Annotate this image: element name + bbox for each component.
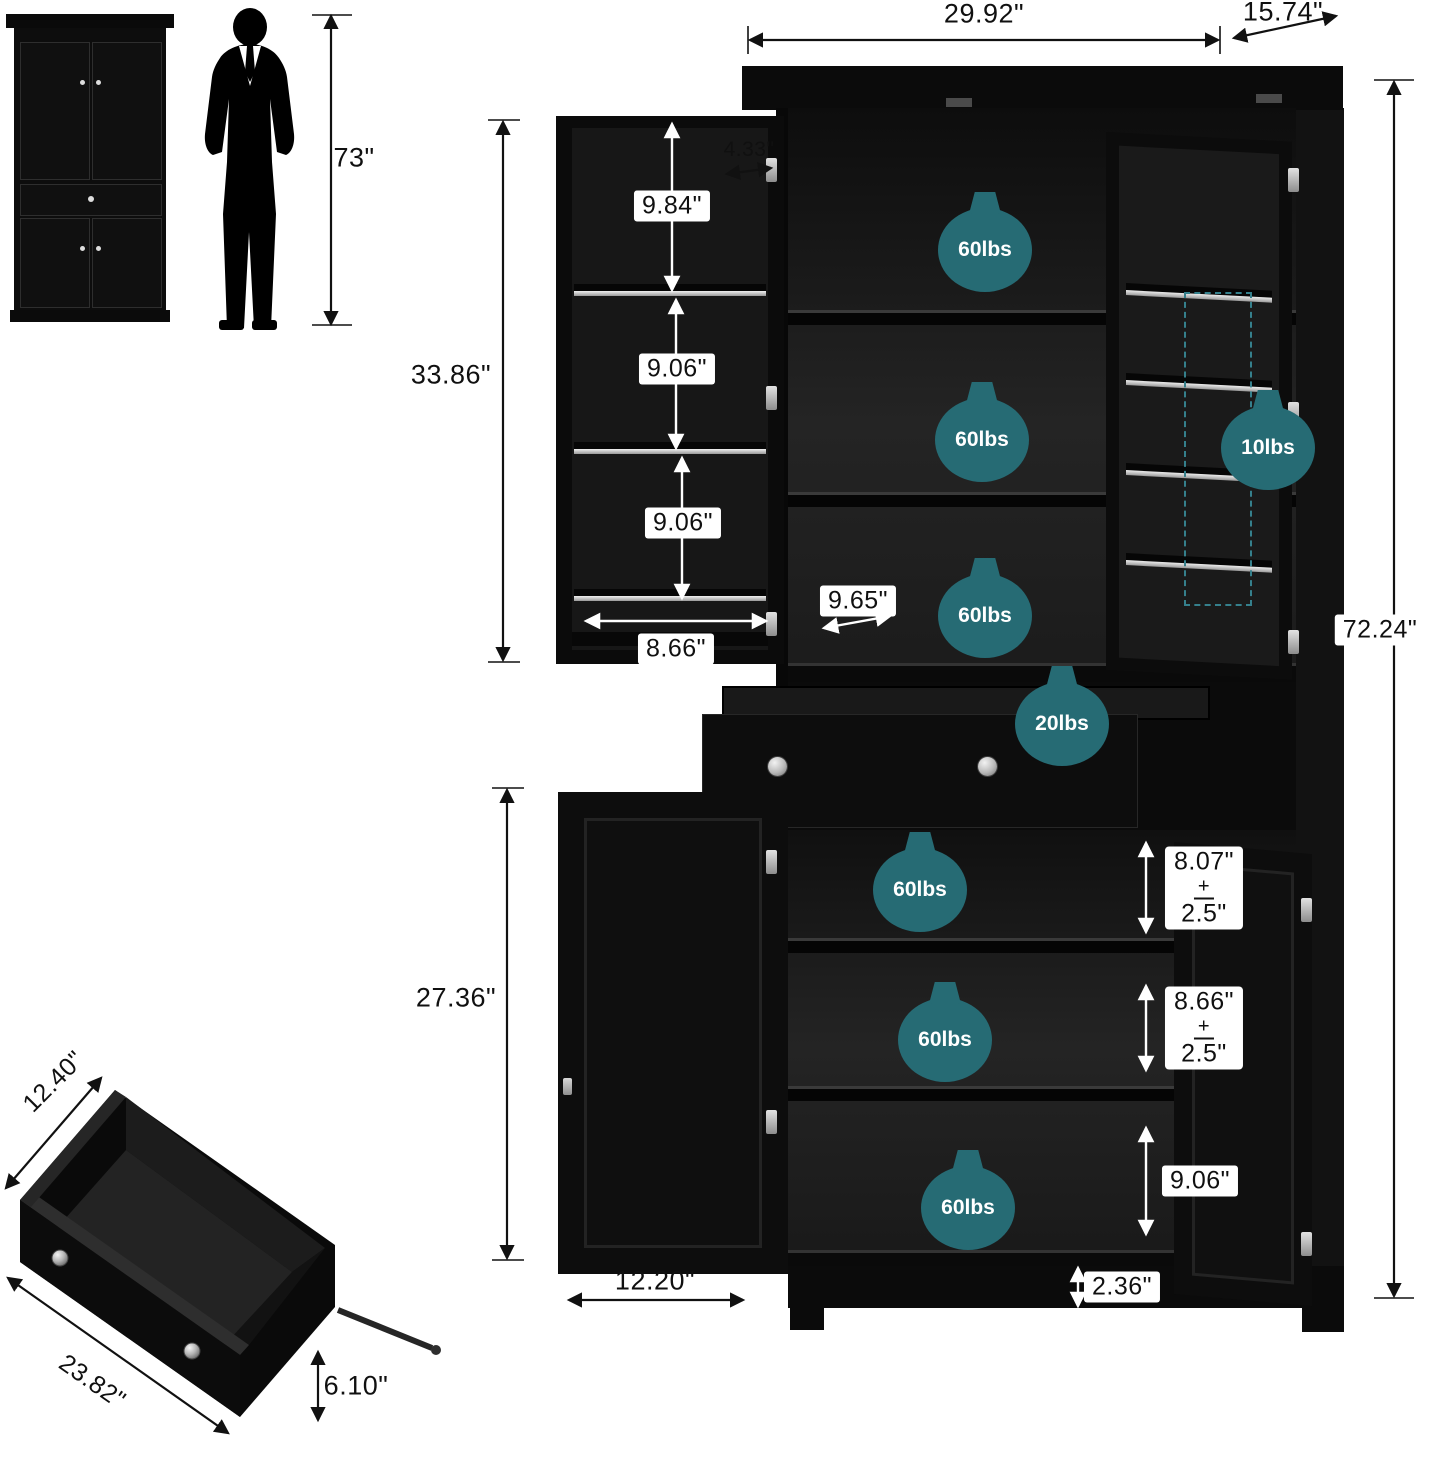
door-shelf-rail [574,291,766,296]
hinge [766,850,777,874]
dimension-arrow-interior-depth [821,610,893,634]
dim-label-rack-depth: 4.33" [723,138,775,161]
slide-wheel [431,1345,441,1355]
drawer-inner-back-wall [126,1097,325,1272]
dim-label-upper-door-height: 33.86" [410,359,492,390]
base-foot-right [1302,1306,1344,1332]
door-shelf-rail [574,596,766,601]
door-knob [96,246,101,251]
door-shelf [574,589,766,596]
weight-badge-upper-shelf-3: 60lbs [938,558,1032,658]
hinge [766,612,777,636]
weight-label: 60lbs [941,1196,995,1219]
dim-label-door-width: 8.66" [637,633,715,665]
hinge [1288,168,1299,192]
dimension-arrow-drawer-length [6,1276,230,1435]
door-knob [96,80,101,85]
hinge-plate [1256,94,1282,103]
weight-label: 60lbs [893,878,947,901]
gap-adjust: 2.5" [1181,899,1227,928]
weight-icon [969,192,1001,214]
weight-label: 10lbs [1241,436,1295,459]
drawer-slide-rail [336,1307,434,1351]
drawer-knob [978,757,997,776]
dim-label-lower-door-height: 27.36" [415,982,497,1013]
dimension-arrow-drawer-width [4,1076,103,1190]
weight-icon [929,982,961,1004]
drawer-inner-right-wall [218,1248,325,1352]
weight-icon [1252,390,1284,412]
weight-label: 60lbs [958,238,1012,261]
dim-label-lower-gap-1: 8.07" + 2.5" [1164,846,1244,930]
weight-icon [969,558,1001,580]
drawer-knob [768,757,787,776]
hinge [1301,898,1312,922]
drawer-floor [48,1150,292,1352]
weight-label: 60lbs [955,428,1009,451]
drawer-knob [51,1249,69,1267]
door-knob [80,246,85,251]
dim-label-lower-gap-2: 8.66" + 2.5" [1164,986,1244,1070]
dim-label-height: 72.24" [1334,614,1426,646]
dim-label-lower-gap-3: 9.06" [1161,1165,1239,1197]
hinge [766,1110,777,1134]
dim-label-base-height: 2.36" [1083,1271,1161,1303]
gap-adjust: 2.5" [1181,1039,1227,1068]
weight-badge-door-rack: 10lbs [1221,390,1315,490]
dim-label-lower-door-width: 12.20" [614,1265,696,1296]
weight-label: 60lbs [918,1028,972,1051]
door-recessed-panel [584,818,762,1248]
dim-label-rack-gap-top: 9.84" [633,190,711,222]
hinge [1301,1232,1312,1256]
dim-label-rack-gap-middle: 9.06" [638,353,716,385]
weight-label: 20lbs [1035,712,1089,735]
dim-label-depth: 15.74" [1242,0,1324,27]
dimension-arrow-rack-depth [724,162,774,180]
door-knob [80,80,85,85]
dimension-arrow-depth [1231,11,1339,43]
weight-icon [966,382,998,404]
lower-floor [788,1250,1296,1269]
hinge [1288,630,1299,654]
lower-door-right [92,218,162,308]
cabinet-crown [6,14,174,28]
dim-label-width: 29.92" [943,0,1025,29]
cabinet-base [10,310,170,322]
upper-door-left [20,42,90,180]
drawer-knob [88,196,94,202]
weight-badge-upper-shelf-2: 60lbs [935,382,1029,482]
tie [245,46,255,82]
weight-badge-lower-shelf-2: 60lbs [898,982,992,1082]
lower-left-door [558,792,788,1274]
door-catch [563,1078,572,1095]
gap-value: 8.07" [1173,847,1235,876]
weight-icon [952,1150,984,1172]
weight-badge-lower-shelf-1: 60lbs [873,832,967,932]
dim-label-drawer-height: 6.10" [323,1370,389,1401]
weight-icon [904,832,936,854]
person-silhouette [204,8,295,330]
closed-cabinet-thumbnail [6,10,174,324]
weight-badge-upper-shelf-1: 60lbs [938,192,1032,292]
lower-door-left [20,218,90,308]
upper-door-right [92,42,162,180]
dim-label-person-height: 73" [333,142,375,173]
lower-shelf-2 [788,1086,1296,1101]
base-foot-left [790,1306,824,1330]
weight-badge-lower-shelf-3: 60lbs [921,1150,1015,1250]
weight-badge-drawer: 20lbs [1015,666,1109,766]
gap-value: 8.66" [1173,987,1235,1016]
lower-shelf-1 [788,938,1296,953]
weight-icon [1046,666,1078,688]
hinge-plate [946,98,972,107]
gap-plus: + [1193,1016,1215,1040]
gap-plus: + [1193,876,1215,900]
main-cabinet-crown [742,66,1343,110]
door-shelf-rail [574,449,766,454]
hinge [766,386,777,410]
dim-label-interior-depth: 9.65" [819,585,897,617]
weight-label: 60lbs [958,604,1012,627]
dim-label-rack-gap-bottom: 9.06" [644,507,722,539]
